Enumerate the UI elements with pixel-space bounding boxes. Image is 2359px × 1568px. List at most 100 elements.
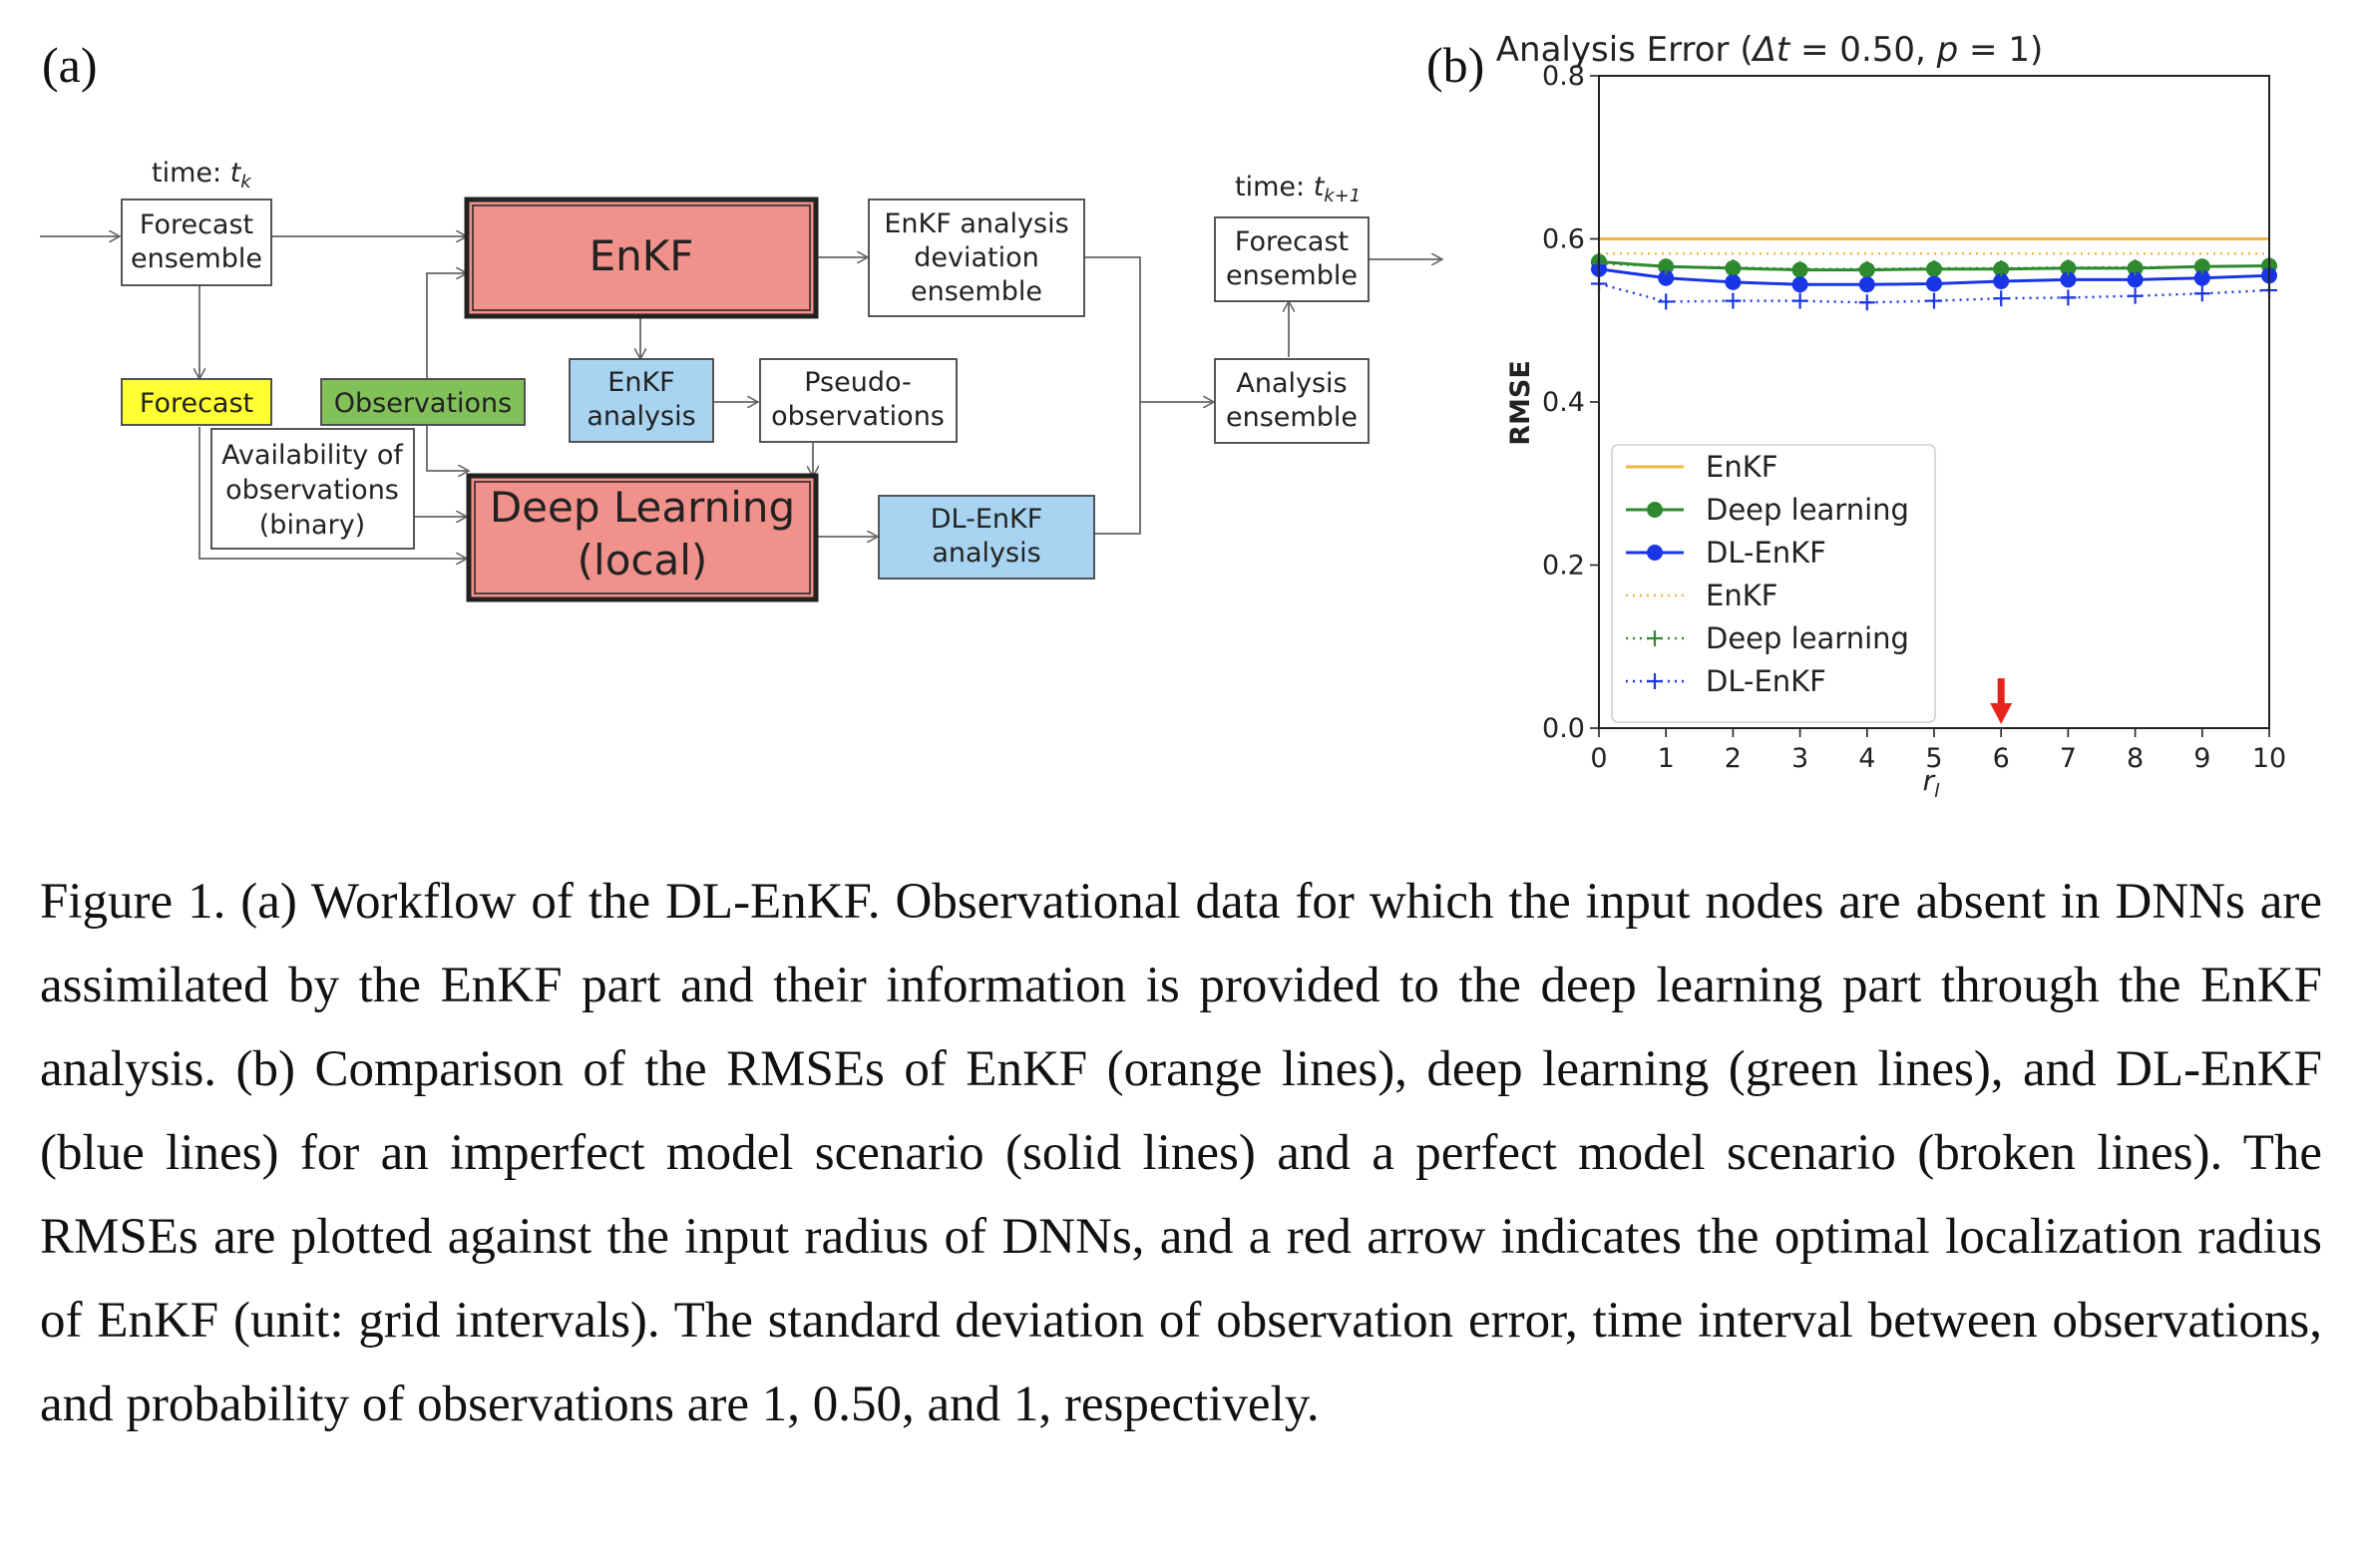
pseudo-observations-line2: observations: [771, 401, 945, 432]
enkf-deviation-line3: ensemble: [911, 276, 1042, 307]
pseudo-observations-line1: Pseudo-: [804, 367, 912, 398]
series-5-point-8: [2127, 287, 2144, 304]
legend-entry-0: EnKF: [1626, 450, 1777, 484]
legend-marker-1: [1647, 502, 1663, 518]
legend-label-4: Deep learning: [1706, 621, 1909, 655]
series-5-point-1: [1658, 293, 1675, 310]
analysis-ensemble-line2: ensemble: [1226, 402, 1358, 433]
x-tick-label-8: 8: [2127, 743, 2144, 774]
enkf-analysis-line1: EnKF: [607, 367, 674, 398]
series-2-point-6: [1993, 273, 2010, 290]
x-tick-label-9: 9: [2193, 743, 2210, 774]
rmse-chart: (b) Analysis Error (Δt = 0.50, p = 1) 0 1…: [1426, 30, 2286, 802]
enkf-analysis-box: EnKF analysis: [569, 358, 714, 443]
legend-entry-3: EnKF: [1626, 579, 1777, 612]
forecast-ensemble-next-line2: ensemble: [1226, 260, 1358, 291]
x-tick-label-10: 10: [2252, 743, 2286, 774]
series-2-point-3: [1791, 276, 1808, 293]
series-2-point-5: [1926, 275, 1942, 292]
time-k1-label: time: tk+1: [1235, 172, 1361, 206]
observations-label: Observations: [334, 388, 512, 419]
enkf-deviation-line2: deviation: [914, 242, 1039, 273]
availability-line1: Availability of: [221, 440, 404, 471]
series-4: [1591, 255, 2277, 277]
series-5: [1591, 275, 2277, 311]
legend-marker-5: [1647, 673, 1663, 689]
deep-learning-line2: (local): [578, 536, 708, 585]
forecast-ensemble-next-line1: Forecast: [1235, 226, 1349, 257]
analysis-ensemble-box: Analysis ensemble: [1214, 358, 1370, 444]
dl-enkf-analysis-line1: DL-EnKF: [931, 504, 1043, 535]
series-5-point-7: [2060, 289, 2077, 306]
series-4-point-3: [1791, 260, 1808, 277]
x-tick-label-3: 3: [1791, 743, 1808, 774]
observations-box: Observations: [320, 378, 526, 426]
pseudo-observations-box: Pseudo- observations: [759, 358, 958, 443]
forecast-box: Forecast: [121, 378, 272, 426]
legend-label-1: Deep learning: [1706, 493, 1909, 527]
legend-label-3: EnKF: [1706, 579, 1777, 612]
figure-caption: Figure 1. (a) Workflow of the DL-EnKF. O…: [40, 874, 2322, 1432]
x-axis-label: rl: [1923, 764, 1941, 802]
series-5-point-5: [1926, 292, 1942, 309]
series-4-point-8: [2127, 259, 2144, 276]
x-tick-label-0: 0: [1590, 743, 1607, 774]
arrow-head: [1990, 703, 2013, 724]
deep-learning-box: Deep Learning (local): [466, 473, 819, 602]
legend-entry-5: DL-EnKF: [1626, 664, 1826, 698]
dl-enkf-analysis-box: DL-EnKF analysis: [878, 495, 1095, 580]
deep-learning-line1: Deep Learning: [490, 483, 795, 532]
series-2: [1591, 260, 2277, 293]
y-axis-label: RMSE: [1505, 360, 1536, 446]
y-tick-label-1: 0.2: [1542, 551, 1585, 582]
enkf-analysis-line2: analysis: [587, 401, 695, 432]
chart-series-layer: [1591, 237, 2277, 311]
enkf-box: EnKF: [464, 196, 819, 319]
analysis-ensemble-line1: Analysis: [1236, 368, 1347, 399]
forecast-ensemble-line2: ensemble: [131, 243, 262, 274]
series-2-point-8: [2127, 271, 2144, 288]
series-2-point-7: [2060, 271, 2077, 288]
availability-box: Availability of observations (binary): [210, 428, 415, 550]
series-5-point-9: [2193, 285, 2210, 302]
enkf-deviation-line1: EnKF analysis: [884, 208, 1068, 239]
legend-entry-2: DL-EnKF: [1626, 536, 1826, 570]
time-k-label: time: tk: [152, 158, 252, 193]
series-5-point-3: [1791, 292, 1808, 309]
series-4-point-4: [1858, 260, 1875, 277]
legend-marker-2: [1647, 545, 1663, 561]
chart-title: Analysis Error (Δt = 0.50, p = 1): [1496, 30, 2043, 70]
legend-entry-1: Deep learning: [1626, 493, 1909, 527]
x-tick-label-1: 1: [1658, 743, 1675, 774]
y-tick-label-4: 0.8: [1542, 61, 1585, 92]
legend-label-5: DL-EnKF: [1706, 664, 1826, 698]
series-4-point-5: [1926, 259, 1942, 276]
availability-line3: (binary): [259, 510, 365, 541]
series-2-point-1: [1658, 269, 1675, 286]
x-tick-label-6: 6: [1993, 743, 2010, 774]
y-tick-label-2: 0.4: [1542, 387, 1585, 418]
legend-entry-4: Deep learning: [1626, 621, 1909, 655]
series-4-point-9: [2193, 258, 2210, 275]
enkf-label: EnKF: [590, 231, 694, 280]
x-tick-label-5: 5: [1925, 743, 1942, 774]
x-tick-label-7: 7: [2060, 743, 2077, 774]
y-tick-label-0: 0.0: [1542, 713, 1585, 744]
x-tick-label-2: 2: [1725, 743, 1742, 774]
workflow-diagram: (a) time: tk time: tk+1 For: [40, 37, 1442, 602]
legend-label-0: EnKF: [1706, 450, 1777, 484]
forecast-ensemble-next-box: Forecast ensemble: [1214, 216, 1370, 302]
forecast-ensemble-box: Forecast ensemble: [121, 198, 272, 286]
series-2-point-9: [2193, 269, 2210, 286]
panel-a-label: (a): [42, 37, 98, 93]
availability-line2: observations: [225, 475, 399, 506]
legend-label-2: DL-EnKF: [1706, 536, 1826, 570]
forecast-ensemble-line1: Forecast: [140, 209, 253, 240]
x-tick-label-4: 4: [1858, 743, 1875, 774]
series-5-point-4: [1858, 294, 1875, 311]
panel-b-label: (b): [1426, 37, 1484, 93]
series-4-point-7: [2060, 259, 2077, 276]
